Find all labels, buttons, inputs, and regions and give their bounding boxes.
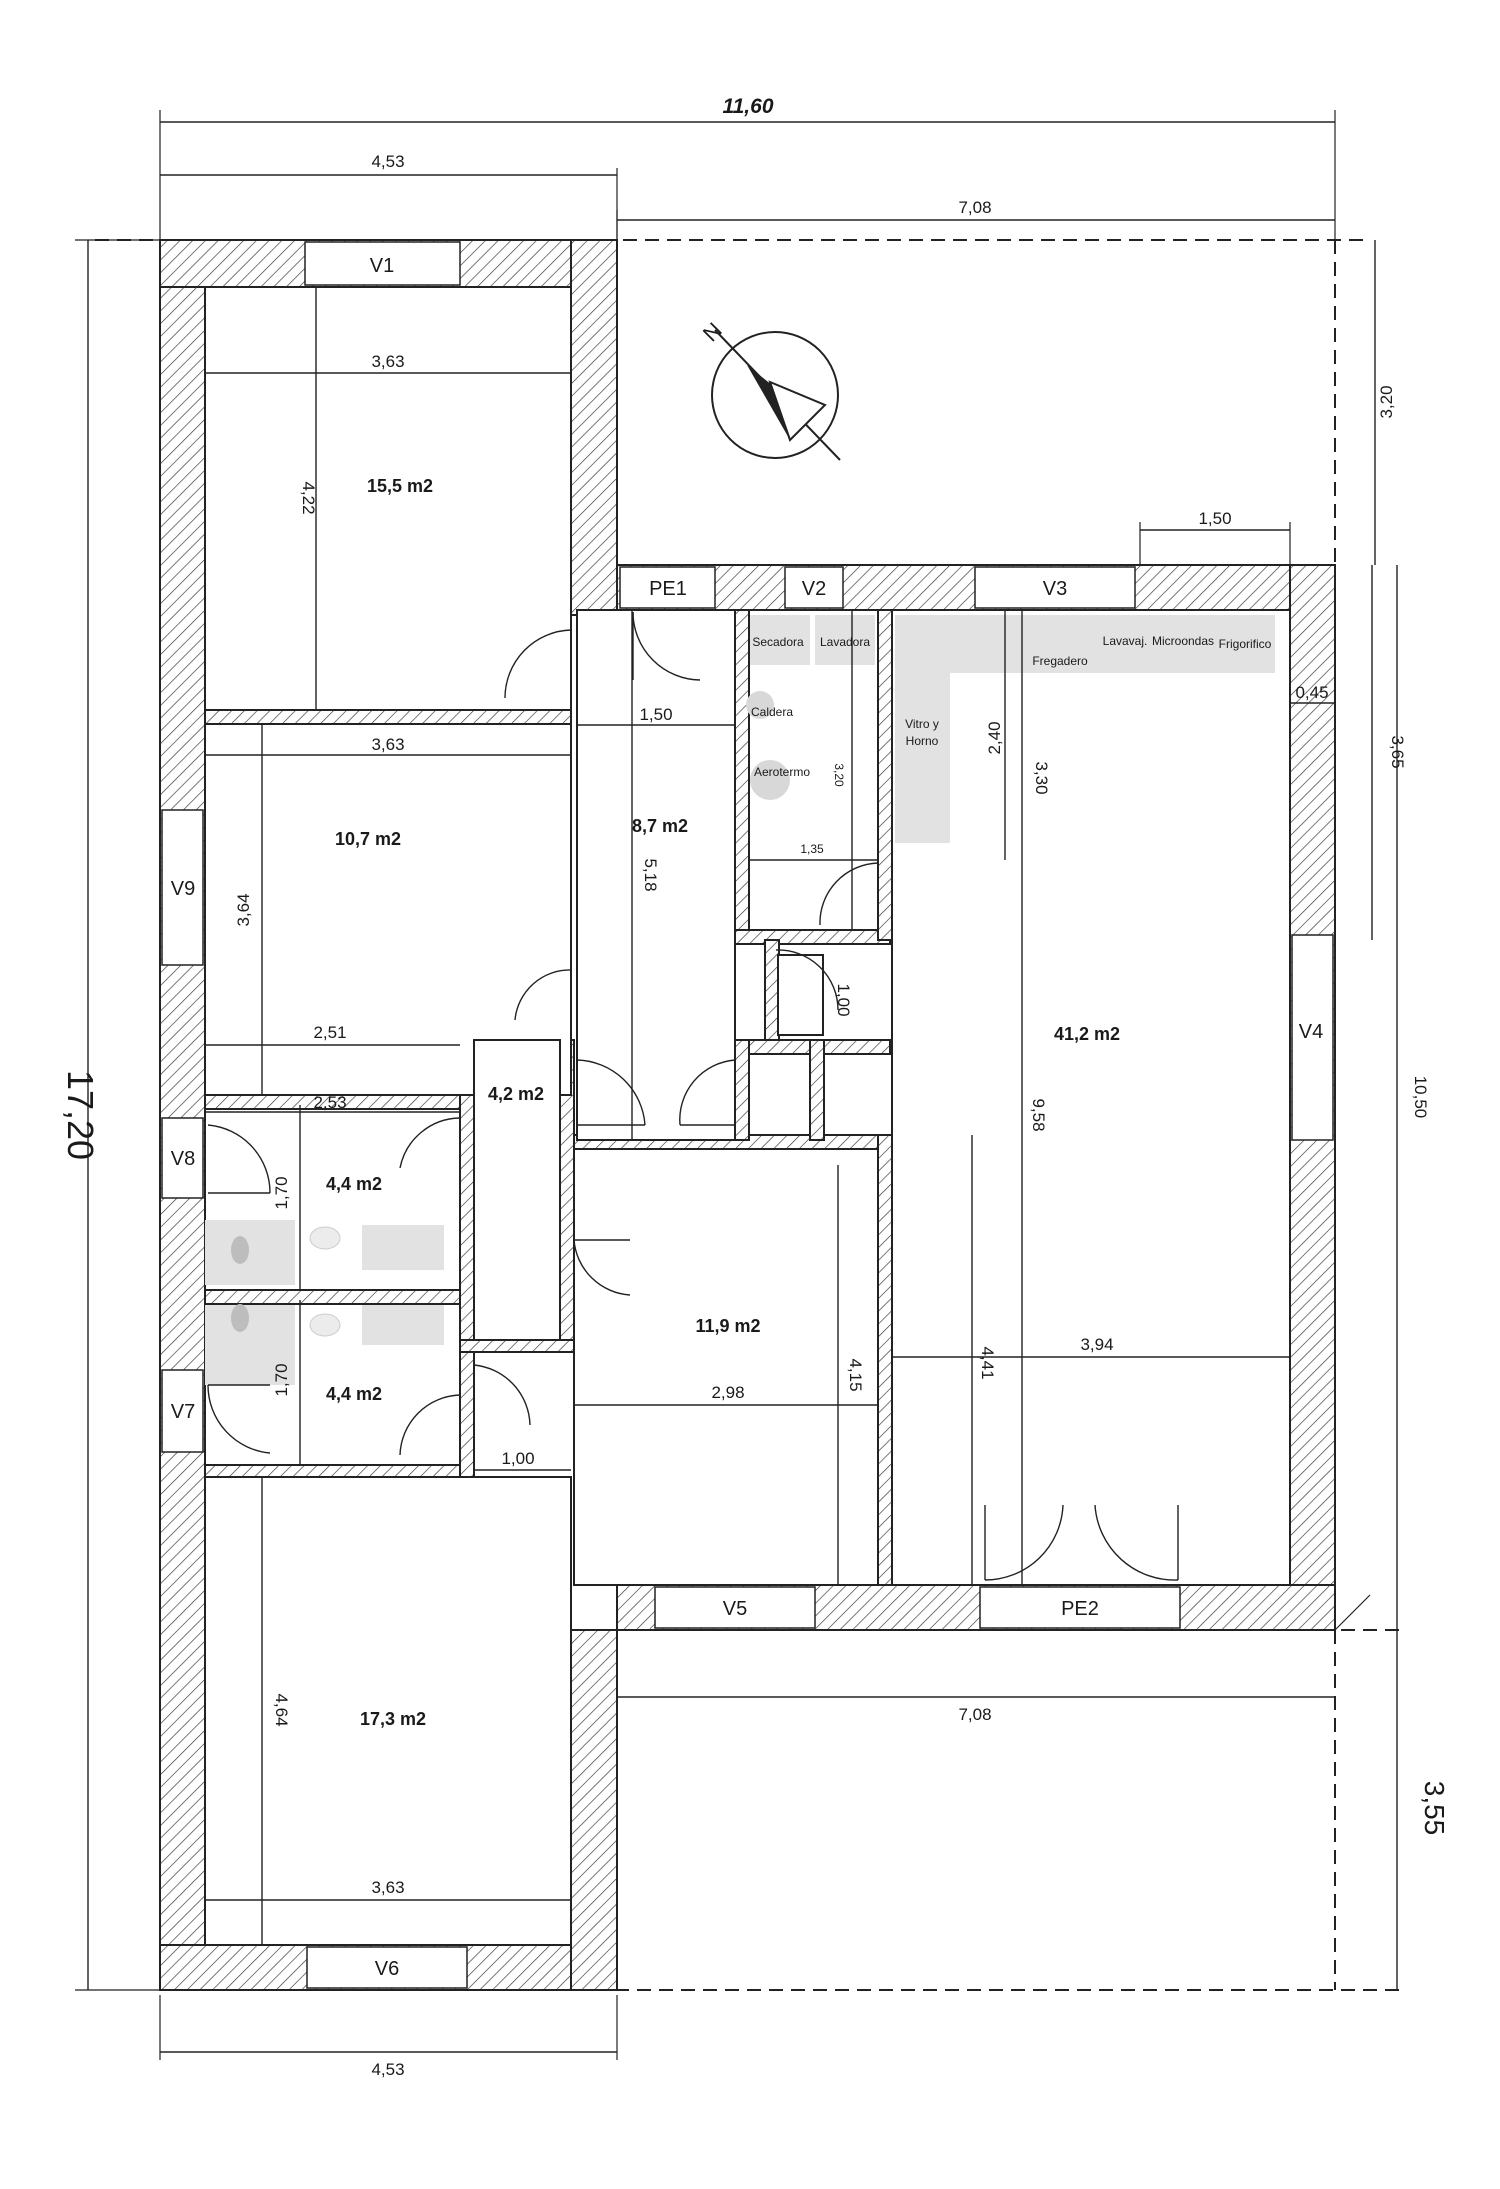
appliance-microondas: Microondas — [1152, 634, 1214, 648]
dim-right-1050: 10,50 — [1411, 1076, 1430, 1119]
area-room1: 15,5 m2 — [367, 476, 433, 496]
area-hall: 8,7 m2 — [632, 816, 688, 836]
rooms — [204, 286, 1291, 1946]
area-bath2: 4,4 m2 — [326, 1384, 382, 1404]
dim-room6-height: 4,64 — [272, 1693, 291, 1726]
window-v2-label: V2 — [802, 578, 826, 600]
dim-room2-width: 3,63 — [371, 735, 404, 754]
dim-kitchen-240: 2,40 — [985, 721, 1004, 754]
appliance-vitro: Vitro y — [905, 717, 939, 731]
dimension-labels: 11,60 4,53 7,08 3,20 17,20 4,53 7,08 3,5… — [60, 95, 1450, 2079]
window-v1-label: V1 — [370, 255, 394, 277]
dim-total-height: 17,20 — [60, 1070, 101, 1160]
dim-room5-width: 2,98 — [711, 1383, 744, 1402]
appliance-secadora: Secadora — [752, 635, 804, 649]
area-corridor: 4,2 m2 — [488, 1084, 544, 1104]
door-pe2-label: PE2 — [1061, 1598, 1099, 1620]
window-v5-label: V5 — [723, 1598, 747, 1620]
dim-room6-width: 3,63 — [371, 1878, 404, 1897]
window-v4-label: V4 — [1299, 1021, 1323, 1043]
north-arrow-icon: N — [698, 318, 841, 461]
dim-left-width-top: 4,53 — [371, 152, 404, 171]
area-bath1: 4,4 m2 — [326, 1174, 382, 1194]
opening-labels: V1 V2 V3 V4 V5 V6 V7 V8 V9 PE1 PE2 — [171, 255, 1323, 1980]
dim-bath1-height: 1,70 — [272, 1176, 291, 1209]
dim-corridor-100: 1,00 — [834, 983, 853, 1016]
window-v7-label: V7 — [171, 1401, 195, 1423]
room-area-labels: 15,5 m2 10,7 m2 8,7 m2 41,2 m2 4,2 m2 4,… — [326, 476, 1120, 1729]
dim-bath1-width: 2,53 — [313, 1093, 346, 1112]
area-living: 41,2 m2 — [1054, 1024, 1120, 1044]
dim-bottom-terrace: 3,55 — [1419, 1781, 1450, 1836]
window-v8-label: V8 — [171, 1148, 195, 1170]
window-v9-label: V9 — [171, 878, 195, 900]
dim-terrace-height: 3,20 — [1377, 385, 1396, 418]
dim-living-958: 9,58 — [1029, 1098, 1048, 1131]
appliance-fregadero: Fregadero — [1032, 654, 1088, 668]
appliance-lavavaj: Lavavaj. — [1103, 634, 1148, 648]
terrace-outlines — [95, 239, 1400, 1991]
dim-utility-height: 3,20 — [832, 763, 846, 787]
dim-living-394: 3,94 — [1080, 1335, 1113, 1354]
dim-right-width-top: 7,08 — [958, 198, 991, 217]
dim-left-width-bottom: 4,53 — [371, 2060, 404, 2079]
dim-living-441: 4,41 — [978, 1346, 997, 1379]
dim-room1-width: 3,63 — [371, 352, 404, 371]
dim-kitchen-330: 3,30 — [1032, 761, 1051, 794]
dim-utility-width: 1,35 — [800, 842, 824, 856]
dim-wall-045: 0,45 — [1295, 683, 1328, 702]
dim-room1-height: 4,22 — [299, 481, 318, 514]
door-pe1-label: PE1 — [649, 578, 687, 600]
dim-room5-height: 4,15 — [846, 1358, 865, 1391]
appliance-caldera: Caldera — [751, 705, 793, 719]
dim-room2-width2: 2,51 — [313, 1023, 346, 1042]
dim-150-top: 1,50 — [1198, 509, 1231, 528]
dimension-lines — [75, 110, 1398, 2060]
openings — [161, 241, 1334, 1989]
dim-right-width-bottom: 7,08 — [958, 1705, 991, 1724]
dim-right-365: 3,65 — [1388, 735, 1407, 768]
compass-letter: N — [698, 318, 727, 347]
fixtures — [205, 615, 1275, 1385]
dim-corridor-100b: 1,00 — [501, 1449, 534, 1468]
appliance-lavadora: Lavadora — [820, 635, 870, 649]
area-room2: 10,7 m2 — [335, 829, 401, 849]
window-v6-label: V6 — [375, 1958, 399, 1980]
dim-bath2-height: 1,70 — [272, 1363, 291, 1396]
appliance-frigorifico: Frigorifico — [1219, 637, 1272, 651]
dim-total-width: 11,60 — [723, 95, 774, 118]
appliance-horno: Horno — [906, 734, 939, 748]
area-room6: 17,3 m2 — [360, 1709, 426, 1729]
appliance-aerotermo: Aerotermo — [754, 765, 810, 779]
appliance-labels: Secadora Lavadora Caldera Aerotermo Vitr… — [751, 634, 1272, 779]
dim-hall-width: 1,50 — [639, 705, 672, 724]
door-swings — [207, 611, 1179, 1581]
window-v3-label: V3 — [1043, 578, 1067, 600]
area-room5: 11,9 m2 — [695, 1316, 760, 1336]
dim-hall-height: 5,18 — [641, 858, 660, 891]
dim-room2-height: 3,64 — [234, 893, 253, 926]
